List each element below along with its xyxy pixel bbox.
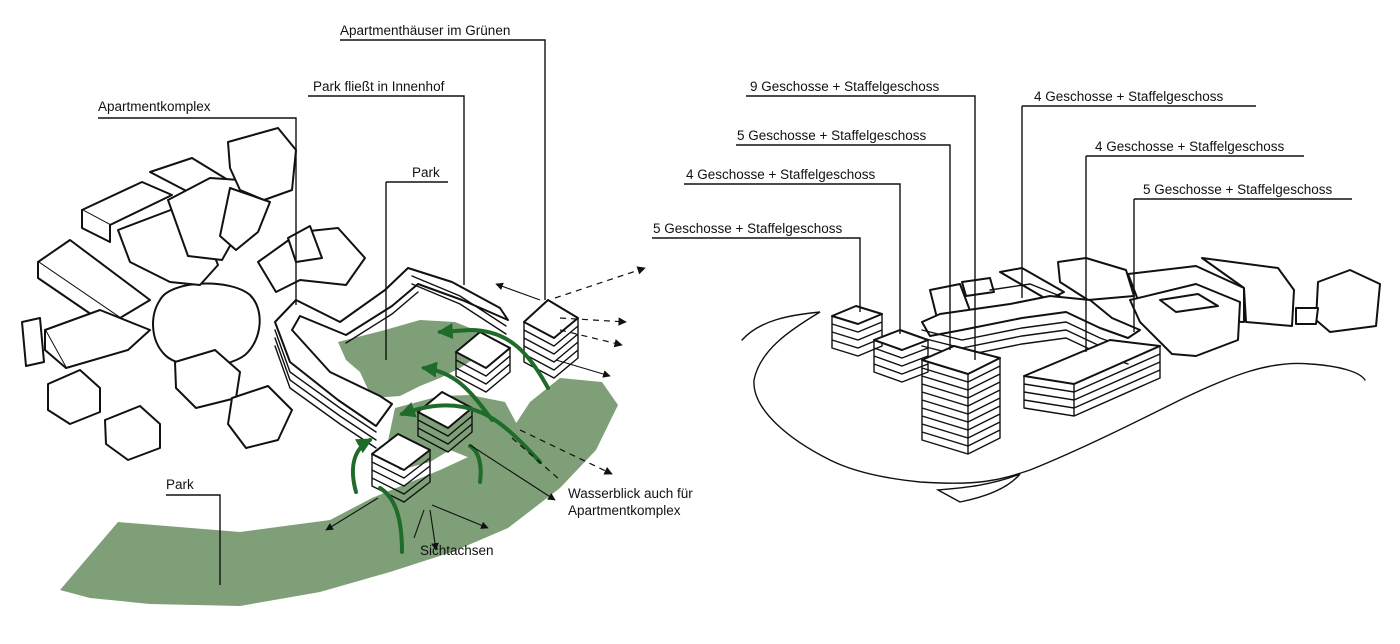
label-apartment-houses: Apartmenthäuser im Grünen <box>340 23 510 38</box>
label-5-floors-mid: 5 Geschosse + Staffelgeschoss <box>737 128 926 143</box>
apartment-complex <box>21 127 366 461</box>
sight-axes-arrows <box>325 266 646 551</box>
label-5-floors-left: 5 Geschosse + Staffelgeschoss <box>653 221 842 236</box>
shoreline <box>741 311 1366 484</box>
tower-2 <box>455 331 511 393</box>
label-5-floors-right: 5 Geschosse + Staffelgeschoss <box>1143 182 1332 197</box>
label-park-upper: Park <box>412 165 440 180</box>
tower-3 <box>417 391 473 453</box>
left-leader-lines <box>98 39 546 585</box>
green-flow-arrows <box>351 323 550 554</box>
park-area-courtyard <box>338 320 490 398</box>
label-9-floors: 9 Geschosse + Staffelgeschoss <box>750 79 939 94</box>
label-4-floors-right: 4 Geschosse + Staffelgeschoss <box>1095 139 1284 154</box>
tower-1 <box>523 299 579 379</box>
label-water-view-line1: Wasserblick auch für <box>568 486 693 501</box>
label-4-floors-top: 4 Geschosse + Staffelgeschoss <box>1034 89 1223 104</box>
block-9-floors <box>921 345 1001 455</box>
label-park-lower: Park <box>166 477 194 492</box>
label-4-floors-left: 4 Geschosse + Staffelgeschoss <box>686 167 875 182</box>
park-area-main <box>60 378 618 606</box>
label-sight-axes: Sichtachsen <box>420 543 494 558</box>
left-site-diagram: Apartmenthäuser im Grünen Park fließt in… <box>21 23 693 606</box>
label-park-flows-into-courtyard: Park fließt in Innenhof <box>313 79 445 94</box>
block-5-floors-right <box>1023 339 1161 417</box>
curved-slab-building <box>274 267 509 449</box>
label-water-view-line2: Apartmentkomplex <box>568 503 681 518</box>
block-left-5-floors <box>831 305 883 357</box>
block-4-floors-left <box>873 329 929 383</box>
label-apartment-complex: Apartmentkomplex <box>98 99 211 114</box>
shoreline-pier <box>935 473 1021 503</box>
right-leader-lines <box>652 95 1352 360</box>
tower-4 <box>371 433 431 503</box>
right-massing-diagram: 9 Geschosse + Staffelgeschoss 4 Geschoss… <box>652 79 1381 503</box>
